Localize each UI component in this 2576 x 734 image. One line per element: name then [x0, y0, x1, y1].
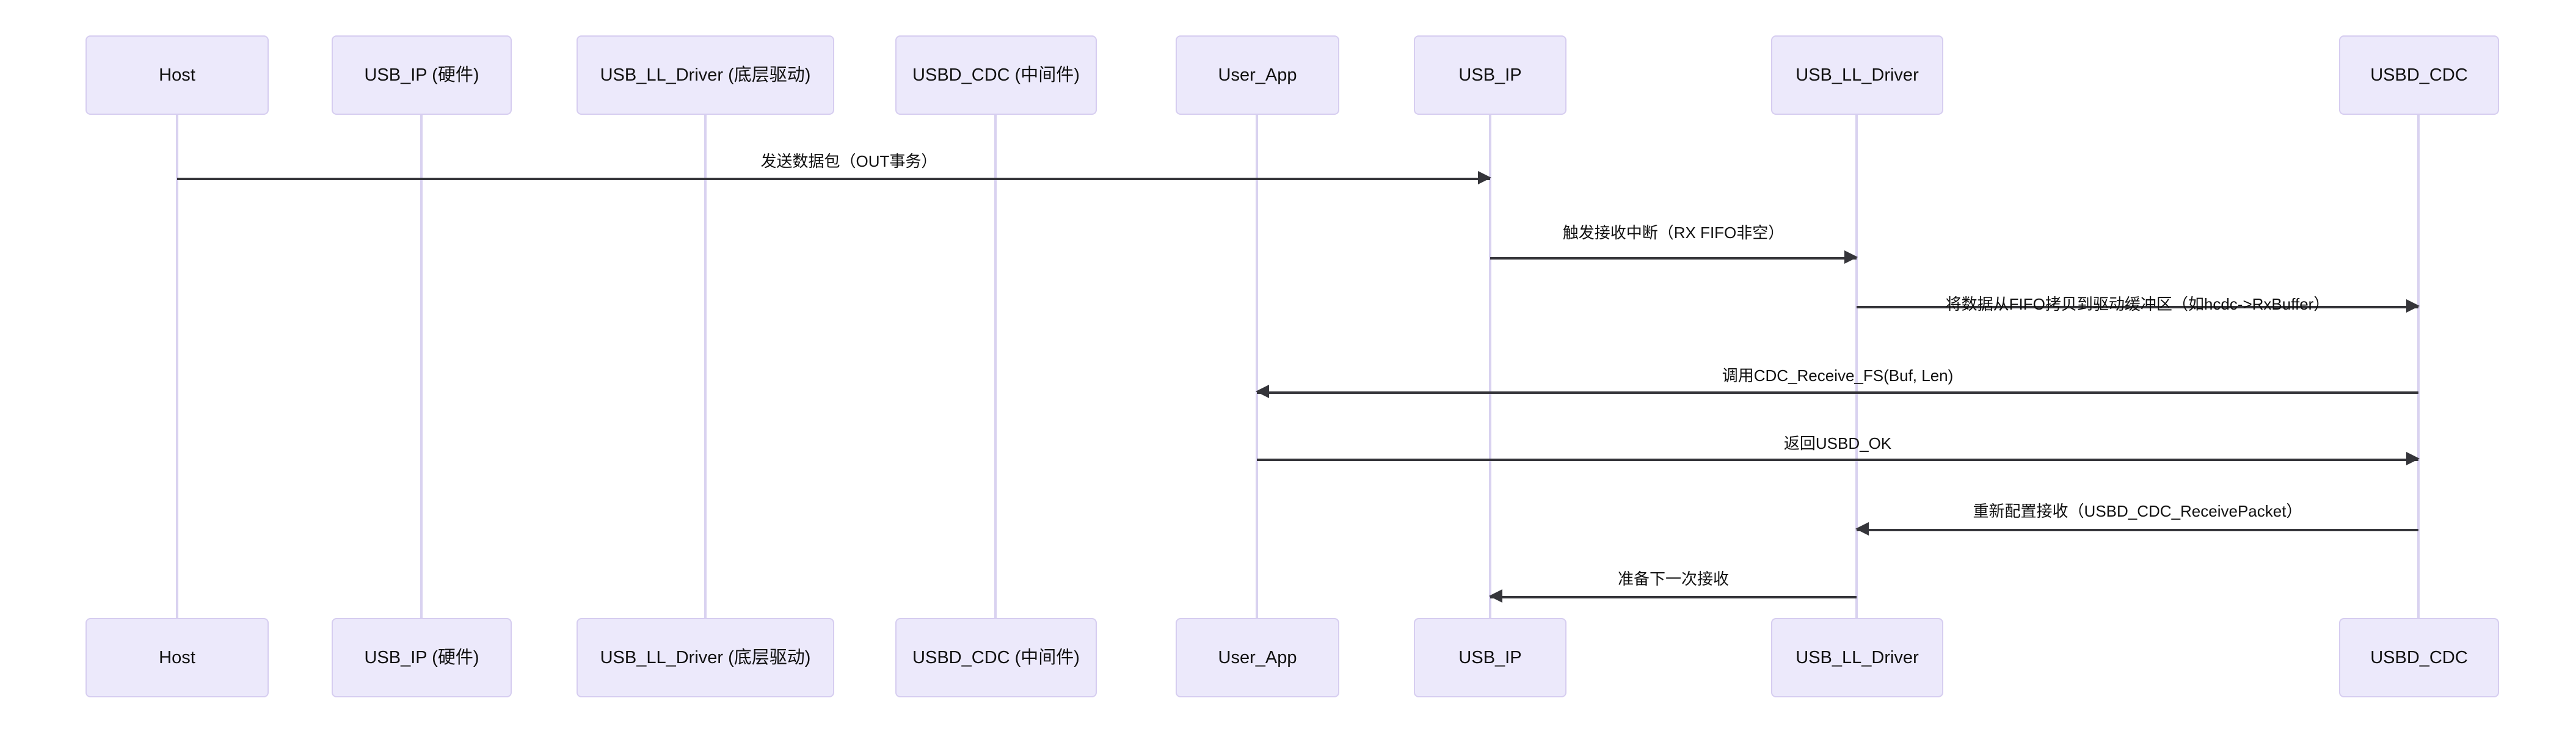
message-label-7: 准备下一次接收	[1617, 570, 1730, 588]
participant-label: USB_LL_Driver (底层驱动)	[600, 65, 811, 85]
message-line	[1857, 306, 2418, 308]
participant-top-ll_drv_low[interactable]: USB_LL_Driver (底层驱动)	[577, 35, 834, 115]
message-label-3: 将数据从FIFO拷贝到驱动缓冲区（如hcdc->RxBuffer）	[1945, 295, 2330, 313]
message-line	[1490, 596, 1857, 598]
participant-bottom-usbd_cdc_mw[interactable]: USBD_CDC (中间件)	[895, 618, 1097, 697]
lifeline-usbd_cdc_mw	[994, 115, 997, 618]
message-line	[1857, 529, 2418, 531]
participant-bottom-usbd_cdc[interactable]: USBD_CDC	[2339, 618, 2499, 697]
participant-top-usbd_cdc_mw[interactable]: USBD_CDC (中间件)	[895, 35, 1097, 115]
participant-label: User_App	[1218, 65, 1297, 85]
message-label-6: 重新配置接收（USBD_CDC_ReceivePacket）	[1973, 502, 2302, 520]
message-line	[1257, 459, 2418, 461]
arrowhead-left-icon	[1489, 589, 1502, 603]
participant-bottom-user_app[interactable]: User_App	[1176, 618, 1339, 697]
participant-label: USB_LL_Driver (底层驱动)	[600, 647, 811, 667]
arrowhead-right-icon	[1478, 171, 1491, 184]
lifeline-host	[176, 115, 178, 618]
participant-label: USB_IP (硬件)	[364, 647, 479, 667]
participant-top-usb_ll_drv[interactable]: USB_LL_Driver	[1771, 35, 1943, 115]
participant-top-usb_ip[interactable]: USB_IP	[1414, 35, 1566, 115]
arrowhead-left-icon	[1256, 385, 1269, 398]
participant-top-host[interactable]: Host	[86, 35, 269, 115]
participant-label: USB_LL_Driver	[1796, 647, 1919, 667]
participant-label: Host	[159, 65, 195, 85]
message-line	[1257, 391, 2418, 394]
participant-label: USBD_CDC (中间件)	[912, 647, 1080, 667]
participant-bottom-host[interactable]: Host	[86, 618, 269, 697]
participant-label: USB_IP	[1458, 647, 1522, 667]
message-label-1: 发送数据包（OUT事务）	[760, 152, 937, 170]
participant-label: User_App	[1218, 647, 1297, 667]
arrowhead-right-icon	[2406, 452, 2420, 465]
participant-bottom-ll_drv_low[interactable]: USB_LL_Driver (底层驱动)	[577, 618, 834, 697]
participant-top-usb_ip_hw[interactable]: USB_IP (硬件)	[332, 35, 512, 115]
arrowhead-right-icon	[1844, 250, 1858, 264]
message-line	[177, 178, 1490, 180]
message-label-5: 返回USBD_OK	[1783, 434, 1892, 452]
participant-label: USBD_CDC	[2370, 65, 2468, 85]
message-label-4: 调用CDC_Receive_FS(Buf, Len)	[1722, 366, 1954, 385]
lifeline-usb_ip	[1489, 115, 1491, 618]
participant-label: USB_LL_Driver	[1796, 65, 1919, 85]
message-label-2: 触发接收中断（RX FIFO非空）	[1562, 223, 1785, 242]
participant-label: USBD_CDC (中间件)	[912, 65, 1080, 85]
participant-bottom-usb_ip[interactable]: USB_IP	[1414, 618, 1566, 697]
lifeline-ll_drv_low	[704, 115, 707, 618]
participant-label: USBD_CDC	[2370, 647, 2468, 667]
message-line	[1490, 257, 1857, 260]
lifeline-usb_ll_drv	[1855, 115, 1858, 618]
arrowhead-left-icon	[1855, 522, 1869, 536]
participant-bottom-usb_ip_hw[interactable]: USB_IP (硬件)	[332, 618, 512, 697]
participant-top-usbd_cdc[interactable]: USBD_CDC	[2339, 35, 2499, 115]
lifeline-usb_ip_hw	[420, 115, 423, 618]
participant-label: USB_IP (硬件)	[364, 65, 479, 85]
participant-label: USB_IP	[1458, 65, 1522, 85]
arrowhead-right-icon	[2406, 299, 2420, 313]
participant-bottom-usb_ll_drv[interactable]: USB_LL_Driver	[1771, 618, 1943, 697]
lifeline-user_app	[1256, 115, 1258, 618]
participant-top-user_app[interactable]: User_App	[1176, 35, 1339, 115]
participant-label: Host	[159, 647, 195, 667]
lifeline-usbd_cdc	[2417, 115, 2420, 618]
